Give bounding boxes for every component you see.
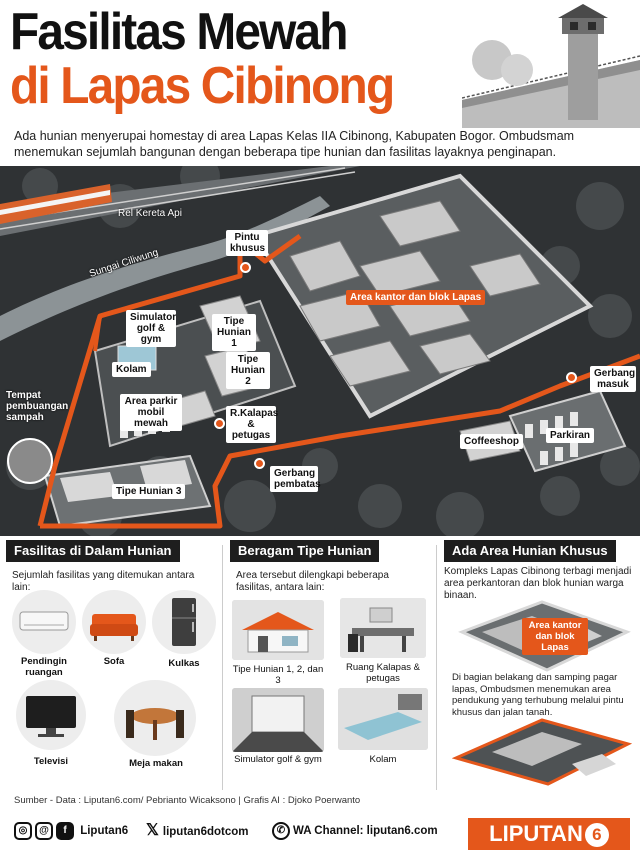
social-handle: Liputan6	[80, 825, 129, 837]
social-wa[interactable]: ✆WA Channel: liputan6.com	[272, 820, 438, 842]
sofa-item	[82, 590, 146, 654]
label-simulator-golf: Simulator golf & gym	[234, 754, 322, 765]
label-r-kalapas: R.Kalapas & petugas	[226, 406, 278, 443]
tv-item	[16, 680, 86, 750]
label-pintu-khusus: Pintu khusus	[226, 230, 268, 256]
social-liputan6[interactable]: ◎@f Liputan6	[14, 820, 128, 842]
pin-pintu-khusus	[240, 262, 251, 273]
meja-makan-item	[114, 680, 196, 756]
house-icon	[232, 600, 324, 660]
label-kulkas: Kulkas	[168, 658, 200, 669]
dining-table-icon	[126, 708, 184, 740]
panel-fasilitas: Fasilitas di Dalam Hunian Sejumlah fasil…	[6, 540, 216, 790]
panel2-text: Area tersebut dilengkapi beberapa fasili…	[236, 570, 389, 593]
divider-2	[436, 545, 437, 790]
label-ruang-kalapas: Ruang Kalapas & petugas	[346, 662, 420, 684]
sofa-icon	[90, 614, 138, 641]
television-icon	[26, 696, 76, 737]
pin-r-kalapas	[214, 418, 225, 429]
kulkas-item	[152, 590, 216, 654]
label-tipe-hunian-3: Tipe Hunian 3	[112, 484, 186, 499]
divider-1	[222, 545, 223, 790]
label-tempat-sampah: Tempat pembuangan sampah	[6, 390, 69, 423]
lapas-map: Rel Kereta Api Sungai Ciliwung Pintu khu…	[0, 166, 640, 536]
facebook-icon: f	[56, 821, 74, 840]
label-tipe-hunian-123: Tipe Hunian 1, 2, dan 3	[232, 664, 324, 686]
label-gerbang-pembatas: Gerbang pembatas	[270, 466, 321, 492]
label-area-parkir: Area parkir mobil mewah	[120, 394, 182, 431]
logo-number: 6	[584, 823, 609, 848]
photo-tipe-hunian	[232, 600, 324, 660]
label-kolam-panel: Kolam	[369, 754, 397, 765]
photo-ruang-kalapas	[340, 598, 426, 658]
panel3-title: Ada Area Hunian Khusus	[444, 540, 616, 562]
label-parkiran: Parkiran	[546, 428, 595, 443]
guard-tower-illustration	[462, 0, 640, 128]
refrigerator-icon	[172, 598, 196, 646]
label-sofa: Sofa	[103, 656, 125, 667]
pool-icon	[338, 688, 428, 750]
label-simulator: Simulator golf & gym	[126, 310, 176, 347]
panel-tipe-hunian: Beragam Tipe Hunian Area tersebut dileng…	[230, 540, 430, 790]
label-rel-kereta-api: Rel Kereta Api	[118, 208, 182, 219]
logo-text: LIPUTAN	[489, 821, 583, 846]
source-credit: Sumber - Data : Liputan6.com/ Pebrianto …	[14, 795, 361, 806]
label-meja-makan: Meja makan	[129, 758, 183, 769]
photo-simulator	[232, 688, 324, 752]
callout-area-kantor: Area kantor dan blok Lapas	[522, 618, 588, 655]
label-kolam: Kolam	[112, 362, 151, 377]
air-conditioner-icon	[19, 611, 69, 631]
label-coffeeshop: Coffeeshop	[460, 434, 523, 449]
whatsapp-icon: ✆	[272, 821, 290, 840]
label-televisi: Televisi	[33, 756, 69, 767]
label-tipe-hunian-1: Tipe Hunian 1	[212, 314, 256, 351]
x-handle: liputan6dotcom	[162, 826, 249, 838]
label-gerbang-masuk: Gerbang masuk	[590, 366, 636, 392]
ac-item	[12, 590, 76, 654]
x-icon: 𝕏	[146, 822, 159, 839]
panel3-text2: Di bagian belakang dan samping pagar lap…	[452, 672, 624, 718]
support-area-diagram	[452, 718, 632, 786]
title-line1: Fasilitas Mewah	[10, 3, 348, 61]
panel1-title: Fasilitas di Dalam Hunian	[6, 540, 180, 562]
wa-channel: WA Channel: liputan6.com	[293, 825, 438, 837]
office-icon	[340, 598, 426, 658]
photo-kolam	[338, 688, 428, 750]
panel-area-hunian: Ada Area Hunian Khusus Kompleks Lapas Ci…	[444, 540, 636, 790]
golf-simulator-icon	[232, 688, 324, 752]
title-line2: di Lapas Cibinong	[10, 57, 395, 115]
panel1-text: Sejumlah fasilitas yang ditemukan antara…	[12, 570, 195, 593]
intro-text: Ada hunian menyerupai homestay di area L…	[14, 129, 575, 159]
label-area-kantor: Area kantor dan blok Lapas	[346, 290, 486, 305]
panel3-text1: Kompleks Lapas Cibinong terbagi menjadi …	[444, 566, 632, 601]
panel2-title: Beragam Tipe Hunian	[230, 540, 380, 562]
pin-gerbang-pembatas	[254, 458, 265, 469]
pin-gerbang-masuk	[566, 372, 577, 383]
label-pendingin: Pendingin ruangan	[21, 656, 67, 678]
instagram-icon: ◎	[14, 821, 32, 840]
header: Fasilitas Mewah di Lapas Cibinong Ada hu…	[0, 0, 640, 170]
threads-icon: @	[35, 821, 53, 840]
label-tipe-hunian-2: Tipe Hunian 2	[226, 352, 270, 389]
